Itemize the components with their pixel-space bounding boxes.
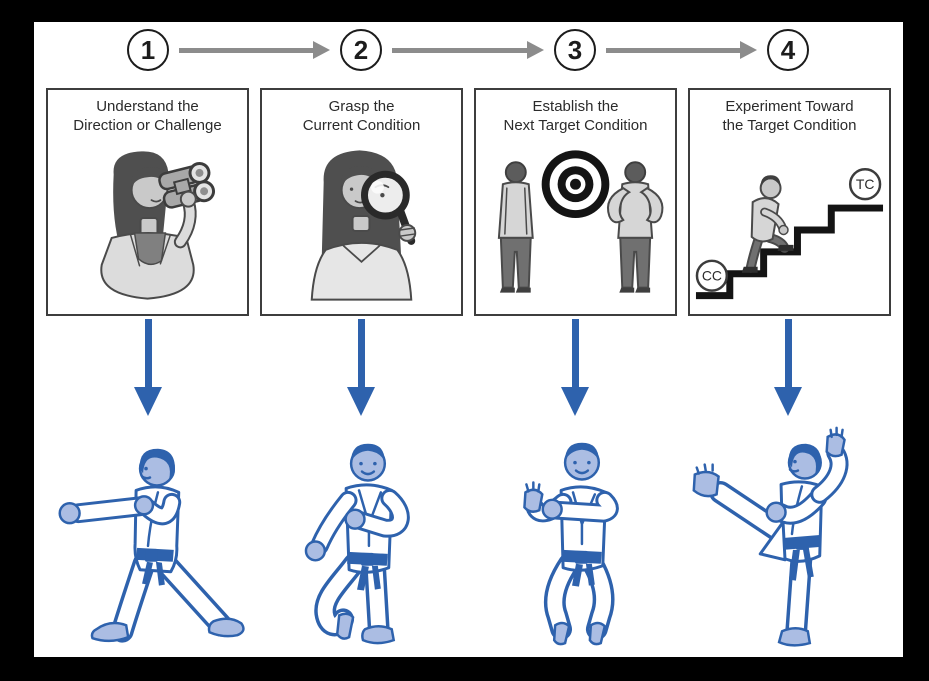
step-box-1: Understand the Direction or Challenge: [46, 88, 249, 316]
binoculars-illustration: [100, 150, 216, 300]
stair-climber: [741, 174, 794, 273]
step-3-label: 3: [567, 34, 583, 65]
arrow-head-icon: [347, 387, 375, 416]
lapel-lines: [129, 233, 172, 267]
down-arrow-3: [561, 319, 589, 416]
step-4-title-line2: the Target Condition: [722, 116, 857, 134]
step-number-4: 4: [767, 29, 809, 71]
down-arrow-1: [134, 319, 162, 416]
step-2-label: 2: [353, 34, 369, 65]
step-4-label: 4: [780, 34, 796, 65]
step-box-2: Grasp the Current Condition: [260, 88, 463, 316]
step-4-title: Experiment Toward the Target Condition: [723, 98, 857, 136]
down-arrow-4: [774, 319, 802, 416]
karate-stance-figure: [304, 443, 410, 645]
target-condition-label: TC: [848, 167, 882, 200]
lens-highlight: [370, 180, 384, 194]
person-left-back-view: [497, 160, 534, 293]
karate-kick-figure: [692, 426, 849, 647]
step-box-4: Experiment Toward the Target Condition: [688, 88, 891, 316]
staircase-illustration: CC TC: [695, 167, 884, 299]
arrow-shaft: [392, 47, 527, 53]
step-boxes-row: Understand the Direction or Challenge: [46, 88, 891, 316]
step-1-title-line1: Understand the: [96, 98, 199, 115]
step-1-title: Understand the Direction or Challenge: [73, 98, 221, 136]
step-2-title-line1: Grasp the: [328, 98, 395, 115]
shirt: [133, 231, 167, 265]
karate-punch-figure: [58, 448, 245, 643]
arrow-shaft: [571, 319, 579, 387]
arrow-shaft: [606, 47, 740, 53]
step-2-title-line2: Current Condition: [302, 116, 421, 134]
collar: [342, 244, 381, 263]
cc-text: CC: [702, 267, 722, 283]
step-3-title-line2: Next Target Condition: [503, 116, 648, 134]
step-number-3: 3: [554, 29, 596, 71]
hair-fringe: [341, 165, 378, 186]
smile: [150, 198, 162, 202]
arrow-step2-to-step3: [392, 41, 544, 59]
bullseye-target-icon: [541, 149, 610, 218]
arrow-head-icon: [313, 41, 330, 59]
blouse: [310, 241, 413, 301]
step-number-2: 2: [340, 29, 382, 71]
arrow-shaft: [784, 319, 792, 387]
fingers: [399, 226, 416, 237]
hand: [398, 223, 417, 242]
down-arrow-2: [347, 319, 375, 416]
staircase-steps: [695, 204, 884, 299]
arrow-step1-to-step2: [179, 41, 330, 59]
arrow-head-icon: [774, 387, 802, 416]
neck: [351, 214, 371, 232]
current-condition-label: CC: [695, 259, 729, 292]
diagram-canvas: 1 2 3 4 Understand the Direction or Chal…: [34, 22, 903, 657]
arrow-shaft: [357, 319, 365, 387]
arrow-step3-to-step4: [606, 41, 757, 59]
arrow-shaft: [144, 319, 152, 387]
arrow-head-icon: [740, 41, 757, 59]
arrow-head-icon: [134, 387, 162, 416]
tc-text: TC: [856, 176, 875, 192]
left-eye: [349, 186, 354, 191]
karate-block-figure: [523, 442, 619, 646]
step-3-title-line1: Establish the: [532, 98, 619, 115]
step-2-title: Grasp the Current Condition: [303, 98, 421, 136]
step-4-title-line1: Experiment Toward: [725, 98, 854, 115]
step-1-label: 1: [140, 34, 156, 65]
magnified-eye: [380, 192, 385, 197]
hand: [179, 190, 197, 208]
arrow-shaft: [179, 47, 313, 53]
step-box-3: Establish the Next Target Condition: [474, 88, 677, 316]
target-illustration: [497, 149, 664, 293]
arrow-head-icon: [527, 41, 544, 59]
step-number-1: 1: [127, 29, 169, 71]
arrow-head-icon: [561, 387, 589, 416]
magnifying-glass-illustration: [310, 149, 417, 301]
person-right-back-view: [606, 160, 664, 293]
step-3-title: Establish the Next Target Condition: [504, 98, 648, 136]
step-1-title-line2: Direction or Challenge: [73, 116, 222, 134]
hair-fringe: [131, 166, 168, 187]
arm-fill: [175, 197, 195, 246]
